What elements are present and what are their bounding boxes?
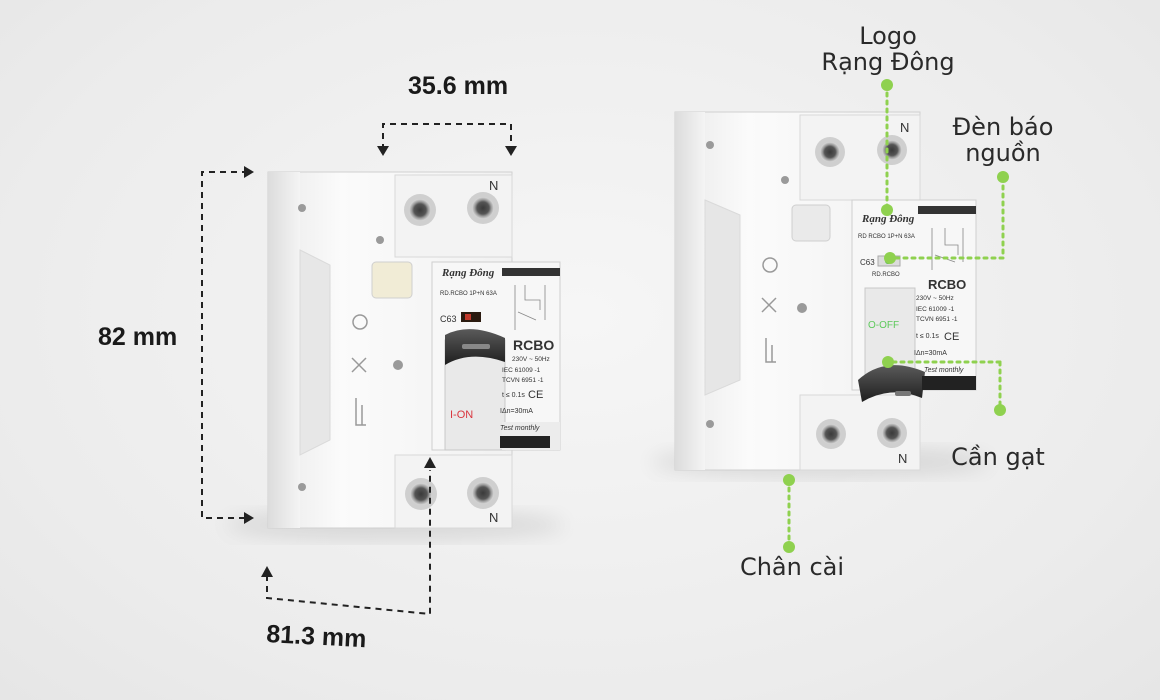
brand-logo-text: Rạng Đông: [441, 267, 495, 279]
rating-text: C63: [440, 314, 457, 324]
dimension-lines: [201, 123, 512, 616]
voltage-text: 230V ~ 50Hz: [512, 356, 550, 363]
off-label: O-OFF: [868, 320, 899, 331]
logo-callout-line1: Logo: [859, 22, 917, 50]
neutral-mark-right-top: N: [900, 120, 909, 135]
neutral-mark-bottom: N: [489, 510, 498, 525]
voltage-text-right: 230V ~ 50Hz: [916, 295, 954, 302]
terminal-holes-top: [404, 192, 499, 226]
rcbo-angle-view: N N Rạng Đông RD RCBO 1P+N 63A C63 RD.RC…: [650, 111, 990, 476]
terminal-holes-bottom: [405, 477, 499, 510]
callout-dots: [783, 79, 1009, 553]
on-label: I-ON: [450, 409, 473, 421]
rcbo-front-view: N N Rạng Đông RD.RCBO 1P+N 63A C63 I-ON …: [225, 171, 565, 539]
trip-time-text-right: t ≤ 0.1s: [916, 333, 939, 340]
indicator-callout-line1: Đèn báo: [953, 113, 1054, 141]
ce-mark-right: CE: [944, 331, 959, 343]
model-text-right: RD RCBO 1P+N 63A: [858, 234, 915, 240]
width-dimension: 35.6 mm: [408, 72, 508, 100]
sub-label-text: RD.RCBO: [872, 272, 900, 278]
lever-callout: Cần gạt: [951, 443, 1045, 471]
indicator-callout-line2: nguồn: [965, 139, 1041, 167]
ce-mark: CE: [528, 389, 543, 401]
trip-time-text: t ≤ 0.1s: [502, 392, 525, 399]
height-dimension: 82 mm: [98, 323, 177, 351]
depth-dimension: 81.3 mm: [266, 620, 367, 653]
test-button-right[interactable]: [922, 376, 976, 390]
model-text: RD.RCBO 1P+N 63A: [440, 291, 497, 297]
trip-current-text-right: IΔn=30mA: [914, 350, 947, 357]
std1-text-right: IEC 61009 -1: [916, 306, 955, 313]
logo-callout-line2: Rạng Đông: [821, 48, 954, 76]
clip-callout: Chân cài: [740, 553, 844, 581]
type-text: RCBO: [513, 337, 554, 353]
test-text-right: Test monthly: [924, 367, 964, 374]
dimension-arrows: [244, 146, 517, 577]
callout-lines: [787, 83, 1005, 548]
std2-text-right: TCVN 6951 -1: [916, 316, 958, 323]
test-button[interactable]: [500, 436, 550, 448]
neutral-mark-right-bottom: N: [898, 451, 907, 466]
std2-text: TCVN 6951 -1: [502, 377, 544, 384]
rating-text-right: C63: [860, 258, 875, 267]
brand-logo-text-right: Rạng Đông: [861, 213, 915, 225]
neutral-mark-top: N: [489, 178, 498, 193]
std1-text: IEC 61009 -1: [502, 367, 541, 374]
trip-current-text: IΔn=30mA: [500, 408, 533, 415]
type-text-right: RCBO: [928, 277, 966, 292]
test-text: Test monthly: [500, 425, 540, 432]
